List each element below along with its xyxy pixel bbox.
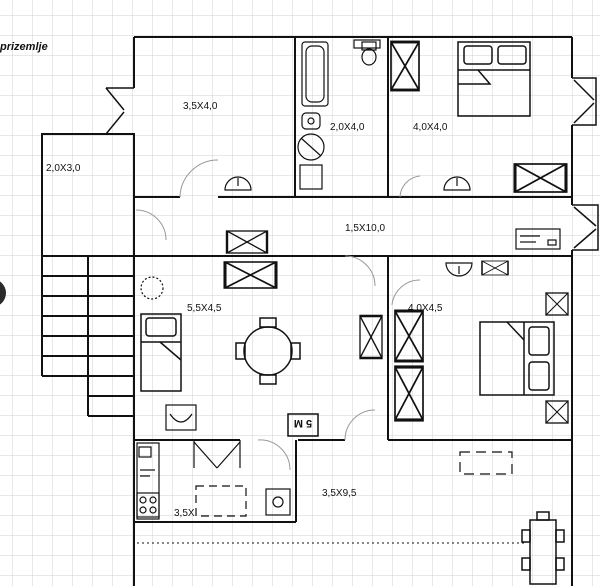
room-label-bedroom-top-right: 4,0X4,0 bbox=[413, 122, 448, 133]
dining-table-icon bbox=[235, 317, 301, 385]
walls bbox=[133, 36, 573, 586]
double-bed-icon bbox=[457, 41, 531, 117]
room-label-bedroom-bottom-right: 4,0X4,5 bbox=[408, 303, 443, 314]
shower-icon bbox=[297, 133, 325, 190]
plant-icon bbox=[140, 276, 164, 300]
room-label-bathroom: 2,0X4,0 bbox=[330, 122, 365, 133]
badge-label: 5 M bbox=[294, 417, 312, 429]
sink-icon bbox=[443, 176, 471, 191]
room-label-top-left: 3,5X4,0 bbox=[183, 101, 218, 112]
door-icon bbox=[105, 87, 134, 135]
nav-circle-icon bbox=[0, 281, 6, 305]
bed-icon bbox=[140, 313, 182, 392]
door-icon bbox=[135, 159, 421, 471]
sink-icon bbox=[445, 262, 473, 277]
appliance-icon bbox=[265, 488, 291, 516]
sink-icon bbox=[165, 404, 197, 431]
window-icon bbox=[353, 39, 381, 49]
room-label-living-dining: 5,5X4,5 bbox=[187, 303, 222, 314]
bathtub-icon bbox=[301, 41, 329, 107]
terrace-table-icon bbox=[459, 451, 513, 475]
double-bed-icon bbox=[479, 321, 555, 396]
kitchen-table-icon bbox=[195, 485, 247, 517]
window-icon bbox=[572, 204, 599, 251]
staircase-icon bbox=[41, 255, 134, 417]
outdoor-table-icon bbox=[521, 511, 565, 585]
room-label-hallway: 1,5X10,0 bbox=[345, 223, 385, 234]
room-label-terrace: 3,5X9,5 bbox=[322, 488, 357, 499]
door-icon bbox=[193, 440, 241, 469]
room-label-stair-landing: 2,0X3,0 bbox=[46, 163, 81, 174]
badge-box bbox=[287, 413, 319, 437]
stove-icon bbox=[136, 492, 160, 518]
floor-title: prizemlje bbox=[0, 41, 48, 53]
window-icon bbox=[572, 77, 597, 126]
room-label-kitchen: 3,5X bbox=[174, 508, 195, 519]
appliance-icon bbox=[515, 228, 561, 250]
sink-icon bbox=[301, 112, 321, 130]
kitchen-counter bbox=[136, 442, 160, 520]
toilet-icon bbox=[361, 41, 377, 66]
sink-icon bbox=[224, 176, 252, 191]
